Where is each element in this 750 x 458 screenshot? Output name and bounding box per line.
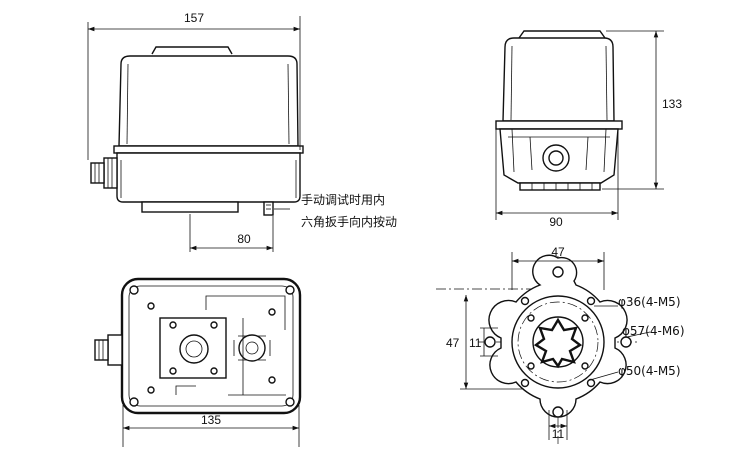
base-view — [94, 277, 302, 447]
dimension-slot-width: 11 — [549, 423, 567, 441]
dimension-offset-bottom: 80 — [190, 232, 273, 251]
dimension-width-top: 157 — [88, 11, 300, 32]
dimension-width-base-label: 135 — [201, 413, 221, 427]
callout-bolt-circle-36: φ36(4-M5) — [618, 295, 681, 309]
front-view — [87, 16, 304, 252]
manual-note-line2: 六角扳手向内按动 — [301, 214, 397, 229]
callout-bolt-circle-50: φ50(4-M5) — [618, 364, 681, 378]
dimension-slot-height: 11 — [469, 328, 485, 356]
dimension-width-top-label: 157 — [184, 11, 204, 25]
flange-view — [436, 252, 651, 444]
dimension-flange-height: 47 — [446, 295, 469, 389]
dimension-width-side-label: 90 — [549, 215, 563, 229]
dimension-slot-width-label: 11 — [552, 427, 565, 441]
callout-bolt-circle-57: φ57(4-M6) — [622, 324, 685, 338]
dimension-height-side-label: 133 — [662, 97, 682, 111]
dimension-offset-bottom-label: 80 — [237, 232, 251, 246]
dimension-width-base: 135 — [123, 413, 299, 431]
dimension-slot-height-label: 11 — [469, 336, 482, 350]
dimension-flange-width-label: 47 — [551, 245, 565, 259]
dimension-flange-width: 47 — [512, 245, 604, 264]
side-view — [495, 30, 664, 220]
dimension-flange-height-label: 47 — [446, 336, 460, 350]
dimension-height-side: 133 — [653, 30, 682, 189]
manual-note-line1: 手动调试时用内 — [301, 192, 385, 207]
dimension-width-side: 90 — [496, 210, 618, 229]
